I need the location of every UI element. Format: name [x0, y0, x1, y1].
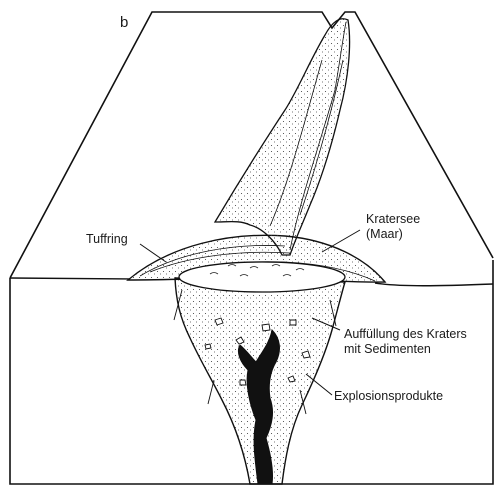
leader-kratersee	[322, 230, 360, 252]
panel-letter: b	[120, 14, 128, 31]
label-tuffring: Tuffring	[86, 232, 128, 247]
eruption-column	[215, 19, 350, 255]
label-kratersee: Kratersee	[366, 212, 420, 227]
label-explosionsprodukte: Explosionsprodukte	[334, 389, 443, 404]
crater-lake	[179, 262, 345, 292]
label-maar: (Maar)	[366, 227, 403, 242]
label-sedimenten: mit Sedimenten	[344, 342, 431, 357]
label-auffuellung: Auffüllung des Kraters	[344, 327, 467, 342]
leader-tuffring	[140, 244, 166, 262]
